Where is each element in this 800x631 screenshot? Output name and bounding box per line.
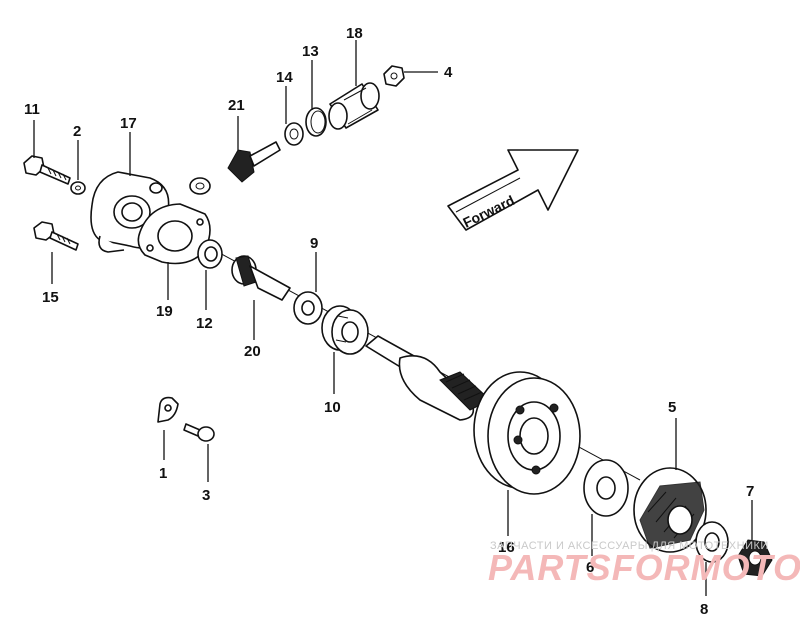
label-part-5: 5 xyxy=(668,399,676,416)
label-part-16: 16 xyxy=(498,539,515,556)
part-11-bolt xyxy=(23,155,71,185)
part-number-labels: 11 2 17 15 19 12 20 9 10 21 14 13 18 4 1… xyxy=(24,25,754,618)
leader-lines xyxy=(33,40,753,596)
label-part-6: 6 xyxy=(586,559,594,576)
part-6-washer xyxy=(583,459,629,517)
label-part-17: 17 xyxy=(120,115,137,132)
label-part-2: 2 xyxy=(73,123,81,140)
watermark-caption: ЗАПЧАСТИ И АКСЕССУАРЫ ДЛЯ МОТОТЕХНИКИ xyxy=(490,540,769,552)
label-part-19: 19 xyxy=(156,303,173,320)
part-7-nut xyxy=(737,539,773,577)
part-10-bearing xyxy=(321,305,369,355)
label-part-18: 18 xyxy=(346,25,363,42)
part-13-o-ring xyxy=(305,107,327,137)
part-19-gasket xyxy=(137,203,211,265)
part-5-bevel-gear xyxy=(633,467,707,553)
part-21-driven-gear xyxy=(227,141,281,183)
label-part-13: 13 xyxy=(302,43,319,60)
part-9-washer xyxy=(293,291,323,325)
label-part-11: 11 xyxy=(24,101,40,118)
label-part-10: 10 xyxy=(324,399,341,416)
part-15-bolt xyxy=(33,221,79,251)
label-part-7: 7 xyxy=(746,483,754,500)
label-part-4: 4 xyxy=(444,64,453,81)
label-part-12: 12 xyxy=(196,315,213,332)
part-8-washer xyxy=(695,521,729,563)
watermark: ЗАПЧАСТИ И АКСЕССУАРЫ ДЛЯ МОТОТЕХНИКИ PA… xyxy=(488,540,800,588)
label-part-21: 21 xyxy=(228,97,245,114)
label-part-15: 15 xyxy=(42,289,59,306)
label-part-3: 3 xyxy=(202,487,210,504)
label-part-14: 14 xyxy=(276,69,293,86)
part-1-clip xyxy=(157,396,179,423)
part-4-nut xyxy=(383,65,405,87)
drive-shaft xyxy=(365,335,491,421)
part-20-pinion-gear xyxy=(231,255,291,301)
forward-direction-arrow: Forward xyxy=(447,149,579,231)
label-part-20: 20 xyxy=(244,343,261,360)
part-12-ring xyxy=(197,239,223,269)
label-part-9: 9 xyxy=(310,235,318,252)
part-2-washer xyxy=(70,181,86,195)
washer-near-part-21 xyxy=(189,177,211,195)
part-18-bushing xyxy=(328,82,380,130)
part-3-screw xyxy=(183,423,215,442)
label-part-8: 8 xyxy=(700,601,708,618)
watermark-brand: PARTSFORMOTO xyxy=(488,547,800,588)
label-part-1: 1 xyxy=(159,465,167,482)
part-16-bearing xyxy=(473,371,581,495)
part-14-washer xyxy=(284,122,304,146)
